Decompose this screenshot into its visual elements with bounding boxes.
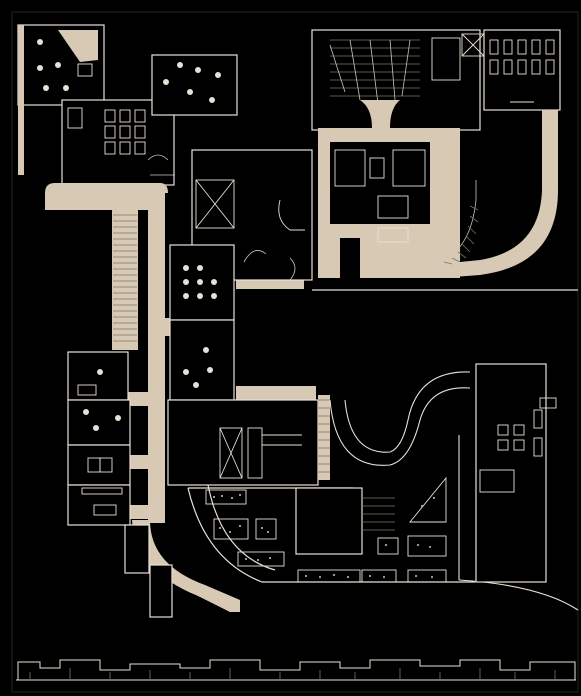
stair-west <box>113 210 137 350</box>
central-block <box>167 149 330 486</box>
elevation-strip <box>16 659 576 681</box>
northwest-wing <box>17 24 238 186</box>
northeast-complex <box>243 29 578 291</box>
south-landscape <box>187 363 579 611</box>
sheet-border <box>11 11 579 693</box>
planter-beds <box>205 476 447 583</box>
workstation-clusters <box>37 39 221 103</box>
west-rooms <box>67 351 173 618</box>
